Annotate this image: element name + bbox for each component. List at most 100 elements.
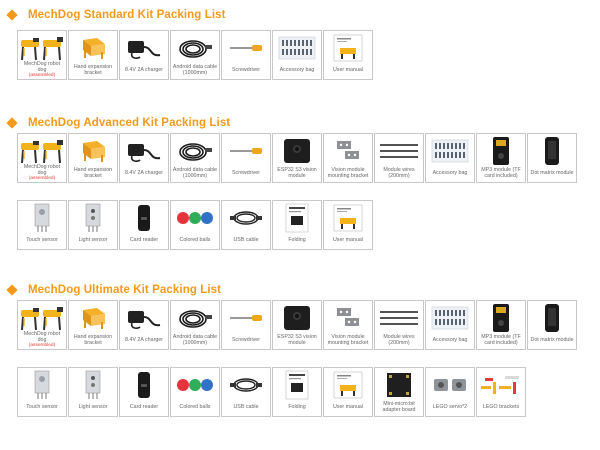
item-name: Android data cable (1000mm) [172,64,218,76]
item-label: Accessory bag [427,332,473,348]
accessory-bag-icon [273,33,321,63]
manual-icon [324,203,372,233]
adapter-board-icon [375,370,423,400]
item-label: Accessory bag [274,62,320,78]
manual-icon [324,370,372,400]
packing-item: Card reader [119,200,169,250]
item-name: MP3 module (TF card included) [481,334,521,346]
item-name: Dot matrix module [530,337,574,343]
item-name: Dot matrix module [530,170,574,176]
packing-item: LEGO servo*2 [425,367,475,417]
card-reader-icon [120,203,168,233]
item-label: Folding [274,399,320,415]
item-label: Screwdriver [223,62,269,78]
packing-item: 8.4V 2A charger [119,133,169,183]
touch-sensor-icon [18,370,66,400]
packing-item: Mini-micro:bit adapter board [374,367,424,417]
item-name: Colored balls [179,404,211,410]
packing-item: Screwdriver [221,133,271,183]
packing-item: MP3 module (TF card included) [476,133,526,183]
item-label: Card reader [121,232,167,248]
item-name: MechDog robot dog [23,331,61,344]
item-label: Android data cable (1000mm) [172,62,218,78]
item-row: MechDog robot dog(assembled) Hand expans… [17,300,578,350]
packing-item: Accessory bag [272,30,322,80]
packing-item: Card reader [119,367,169,417]
item-label: Screwdriver [223,332,269,348]
item-name: Hand expansion bracket [73,334,113,346]
item-name: Screwdriver [232,67,260,73]
item-name: Touch sensor [26,404,58,410]
packing-item: MechDog robot dog(assembled) [17,300,67,350]
item-label: Android data cable (1000mm) [172,332,218,348]
mounting-bracket-icon [324,136,372,166]
item-label: Android data cable (1000mm) [172,165,218,181]
packing-item: Dot matrix module [527,133,577,183]
item-label: MechDog robot dog(assembled) [19,61,65,78]
packing-item: MechDog robot dog(assembled) [17,30,67,80]
usb-cable-icon [222,370,270,400]
item-name: Folding [288,404,306,410]
cable-icon [171,136,219,166]
screwdriver-icon [222,136,270,166]
item-row: MechDog robot dog(assembled) Hand expans… [17,30,374,80]
item-label: Mini-micro:bit adapter board [376,399,422,415]
item-name: Touch sensor [26,237,58,243]
bracket-icon [69,33,117,63]
touch-sensor-icon [18,203,66,233]
packing-item: USB cable [221,367,271,417]
robot-dog-icon [18,303,66,333]
item-name: User manual [332,67,364,73]
mp3-module-icon [477,303,525,333]
diamond-bullet-icon [6,117,18,129]
packing-item: Folding [272,367,322,417]
packing-item: Accessory bag [425,133,475,183]
item-name: Module wires (200mm) [383,334,415,346]
colored-balls-icon [171,370,219,400]
packing-item: Accessory bag [425,300,475,350]
item-name: Mini-micro:bit adapter board [382,401,416,413]
accessory-bag-icon [426,303,474,333]
packing-item: Vision module mounting bracket [323,133,373,183]
packing-item: Module wires (200mm) [374,300,424,350]
item-label: ESP32 S3 vision module [274,165,320,181]
packing-item: Screwdriver [221,30,271,80]
item-label: LEGO servo*2 [427,399,473,415]
item-name: User manual [332,237,364,243]
item-label: Vision module mounting bracket [325,332,371,348]
item-name: ESP32 S3 vision module [277,334,317,346]
light-sensor-icon [69,203,117,233]
diamond-bullet-icon [6,9,18,21]
item-label: ESP32 S3 vision module [274,332,320,348]
item-name: Light sensor [78,404,108,410]
packing-item: ESP32 S3 vision module [272,133,322,183]
diamond-bullet-icon [6,284,18,296]
cable-icon [171,303,219,333]
item-label: Dot matrix module [529,165,575,181]
packing-item: Android data cable (1000mm) [170,30,220,80]
item-label: 8.4V 2A charger [121,332,167,348]
item-name: Vision module mounting bracket [327,334,369,346]
lego-servo-icon [426,370,474,400]
packing-item: Screwdriver [221,300,271,350]
item-name: Accessory bag [432,337,468,343]
item-label: Colored balls [172,232,218,248]
item-row: MechDog robot dog(assembled) Hand expans… [17,133,578,183]
item-name: Hand expansion bracket [73,167,113,179]
cable-icon [171,33,219,63]
item-name: Screwdriver [232,170,260,176]
colored-balls-icon [171,203,219,233]
packing-item: 8.4V 2A charger [119,300,169,350]
robot-dog-icon [18,136,66,166]
packing-item: Module wires (200mm) [374,133,424,183]
item-name: 8.4V 2A charger [125,170,163,176]
packing-item: MechDog robot dog(assembled) [17,133,67,183]
item-name: Vision module mounting bracket [327,167,369,179]
manual-icon [324,33,372,63]
vision-module-icon [273,136,321,166]
item-row: Touch sensor Light sensor Card reader Co… [17,367,527,417]
item-name: USB cable [233,404,259,410]
item-label: Light sensor [70,232,116,248]
module-wires-icon [375,136,423,166]
item-label: Hand expansion bracket [70,332,116,348]
